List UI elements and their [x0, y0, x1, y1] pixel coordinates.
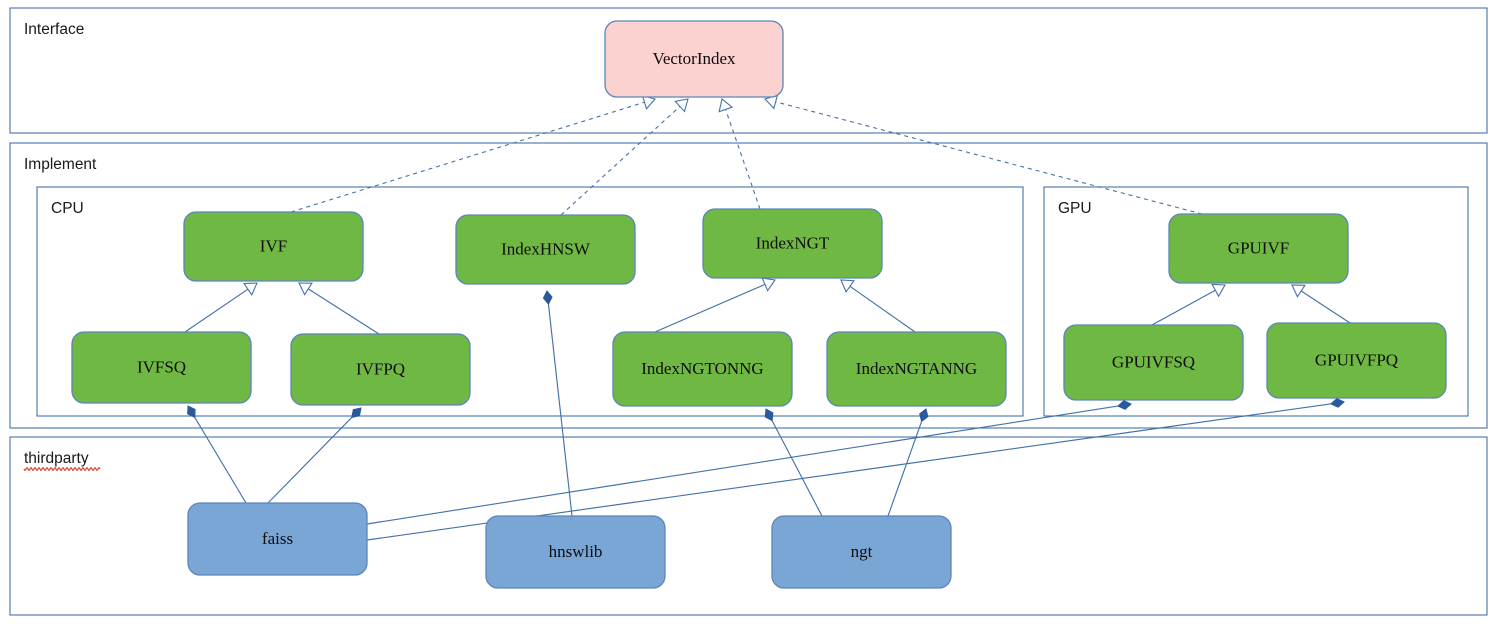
node-label-faiss: faiss — [262, 529, 293, 548]
edge-line — [771, 419, 823, 517]
edge-line — [887, 420, 923, 517]
generalization-arrowhead — [761, 277, 776, 292]
node-label-vectorindex: VectorIndex — [652, 49, 736, 68]
edge-line — [290, 101, 645, 213]
edge-gpuivfpq-gpuivf — [1291, 284, 1351, 324]
composition-diamond — [542, 290, 553, 306]
generalization-arrowhead — [674, 98, 689, 113]
group-label-interface: Interface — [24, 21, 84, 38]
node-label-ivfsq: IVFSQ — [137, 357, 186, 376]
edge-line — [267, 416, 354, 504]
edge-ivfpq-ivf — [298, 282, 380, 335]
edge-hnswlib-indexhnsw — [542, 290, 573, 517]
composition-diamond — [1117, 400, 1132, 410]
node-label-gpuivf: GPUIVF — [1228, 238, 1289, 257]
edge-line — [725, 109, 761, 210]
composition-diamond — [1330, 398, 1345, 408]
edge-line — [1300, 290, 1351, 324]
node-label-ngt: ngt — [851, 542, 873, 561]
node-indexngtanng[interactable]: IndexNGTANNG — [826, 331, 1007, 407]
node-label-indexngtanng: IndexNGTANNG — [856, 359, 977, 378]
generalization-arrowhead — [718, 98, 734, 113]
node-box-faiss[interactable] — [187, 502, 368, 576]
edge-line — [366, 405, 1120, 525]
node-box-vectorindex[interactable] — [604, 20, 784, 98]
edge-line — [547, 302, 573, 517]
composition-diamond — [919, 408, 929, 423]
node-box-hnswlib[interactable] — [485, 515, 666, 589]
node-label-indexngtonng: IndexNGTONNG — [641, 359, 763, 378]
node-ivfsq[interactable]: IVFSQ — [71, 331, 252, 404]
node-box-ngt[interactable] — [771, 515, 952, 589]
generalization-arrowhead — [1291, 284, 1306, 298]
edge-indexhnsw-vectorindex — [560, 98, 689, 216]
node-indexngt[interactable]: IndexNGT — [702, 208, 883, 279]
edge-gpuivfsq-gpuivf — [1151, 283, 1226, 326]
edge-indexngt-vectorindex — [718, 98, 761, 210]
composition-diamond — [187, 405, 196, 419]
generalization-arrowhead — [840, 279, 855, 294]
node-box-ivfpq[interactable] — [290, 333, 471, 406]
node-box-indexngtonng[interactable] — [612, 331, 793, 407]
node-box-indexngt[interactable] — [702, 208, 883, 279]
edge-indexngtonng-indexngt — [654, 277, 776, 333]
edge-line — [775, 101, 1203, 215]
edge-ngt-indexngtanng — [887, 408, 929, 517]
node-box-gpuivf[interactable] — [1168, 213, 1349, 284]
node-label-ivf: IVF — [260, 236, 287, 255]
node-gpuivfsq[interactable]: GPUIVFSQ — [1063, 324, 1244, 401]
generalization-arrowhead — [243, 282, 258, 296]
node-gpuivf[interactable]: GPUIVF — [1168, 213, 1349, 284]
edge-faiss-gpuivfsq — [366, 400, 1132, 525]
node-box-ivfsq[interactable] — [71, 331, 252, 404]
node-box-ivf[interactable] — [183, 211, 364, 282]
group-label-cpu: CPU — [51, 200, 84, 217]
node-label-gpuivfsq: GPUIVFSQ — [1112, 352, 1195, 371]
edge-faiss-ivfpq — [267, 407, 362, 504]
edge-line — [184, 288, 249, 333]
node-indexhnsw[interactable]: IndexHNSW — [455, 214, 636, 285]
generalization-arrowhead — [1211, 283, 1226, 298]
spellcheck-underline — [23, 467, 101, 471]
edge-line — [849, 285, 916, 333]
node-ngt[interactable]: ngt — [771, 515, 952, 589]
edge-line — [1151, 289, 1216, 326]
group-label-thirdparty: thirdparty — [24, 450, 89, 467]
node-label-indexhnsw: IndexHNSW — [501, 239, 591, 258]
edge-faiss-ivfsq — [187, 405, 247, 504]
node-label-ivfpq: IVFPQ — [356, 359, 405, 378]
edge-ngt-indexngtonng — [764, 408, 823, 517]
node-box-gpuivfpq[interactable] — [1266, 322, 1447, 399]
edge-ivfsq-ivf — [184, 282, 258, 333]
node-indexngtonng[interactable]: IndexNGTONNG — [612, 331, 793, 407]
node-box-indexngtanng[interactable] — [826, 331, 1007, 407]
node-gpuivfpq[interactable]: GPUIVFPQ — [1266, 322, 1447, 399]
edge-indexngtanng-indexngt — [840, 279, 916, 333]
node-label-hnswlib: hnswlib — [549, 542, 603, 561]
edge-line — [307, 288, 380, 335]
node-ivfpq[interactable]: IVFPQ — [290, 333, 471, 406]
composition-diamond — [351, 407, 362, 419]
node-faiss[interactable]: faiss — [187, 502, 368, 576]
edge-line — [193, 416, 247, 504]
node-vectorindex[interactable]: VectorIndex — [604, 20, 784, 98]
node-box-gpuivfsq[interactable] — [1063, 324, 1244, 401]
generalization-arrowhead — [298, 282, 313, 296]
node-label-gpuivfpq: GPUIVFPQ — [1315, 350, 1398, 369]
node-label-indexngt: IndexNGT — [756, 233, 830, 252]
group-label-implement: Implement — [24, 156, 97, 173]
edge-line — [560, 106, 681, 216]
node-box-indexhnsw[interactable] — [455, 214, 636, 285]
edge-line — [654, 283, 766, 333]
node-hnswlib[interactable]: hnswlib — [485, 515, 666, 589]
composition-diamond — [764, 408, 774, 422]
node-ivf[interactable]: IVF — [183, 211, 364, 282]
group-label-gpu: GPU — [1058, 200, 1092, 217]
